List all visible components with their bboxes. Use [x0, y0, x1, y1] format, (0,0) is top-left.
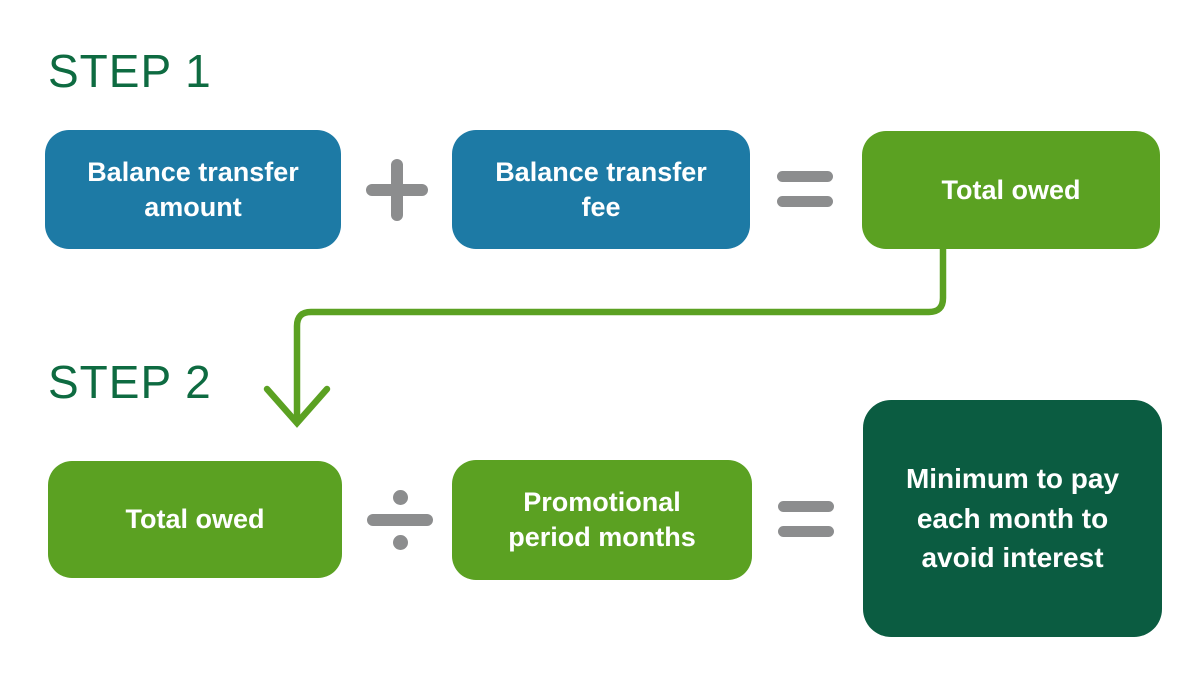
- divide-top-dot: [393, 490, 408, 505]
- equals-bottom-bar: [777, 196, 833, 207]
- equals-top-bar: [777, 171, 833, 182]
- step1-heading: STEP 1: [48, 45, 212, 97]
- divide-bar: [367, 514, 433, 526]
- step2-result-box: Minimum to pay each month to avoid inter…: [863, 400, 1162, 637]
- step2-operand-b-box: Promotional period months: [452, 460, 752, 580]
- plus-icon: [366, 159, 428, 221]
- step2-operand-a-box: Total owed: [48, 461, 342, 578]
- equals-bottom-bar: [778, 526, 834, 537]
- flow-arrow-line: [293, 249, 947, 419]
- flow-arrow-head: [263, 385, 331, 428]
- equals-icon: [778, 501, 834, 537]
- plus-vertical-bar: [391, 159, 403, 221]
- divide-icon: [367, 490, 433, 550]
- equals-top-bar: [778, 501, 834, 512]
- step1-operand-b-box: Balance transfer fee: [452, 130, 750, 249]
- step2-heading: STEP 2: [48, 356, 212, 408]
- equals-icon: [777, 171, 833, 207]
- divide-bottom-dot: [393, 535, 408, 550]
- step1-result-box: Total owed: [862, 131, 1160, 249]
- step1-operand-a-box: Balance transfer amount: [45, 130, 341, 249]
